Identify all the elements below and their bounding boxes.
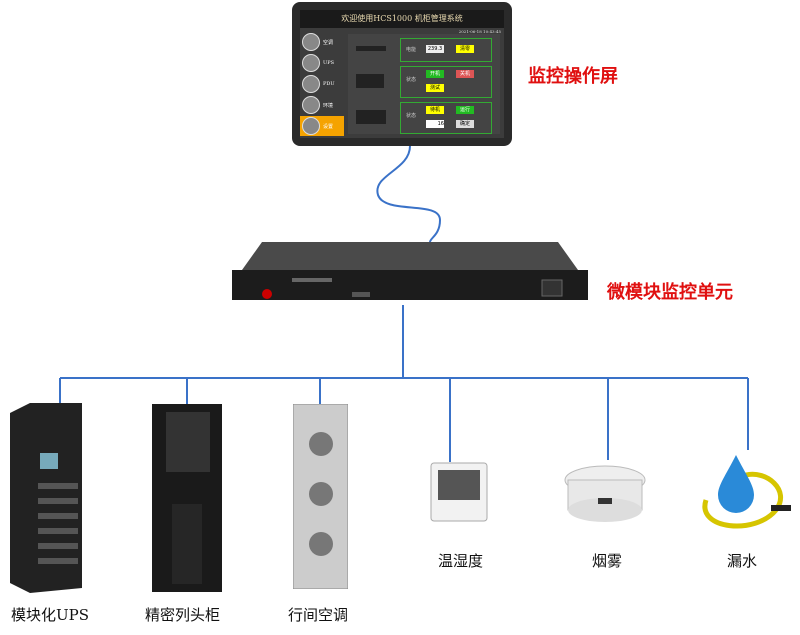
power-cabinet-image	[152, 404, 222, 592]
menu-label: PDU	[323, 81, 335, 87]
menu-item-pdu[interactable]: PDU	[300, 74, 344, 94]
ac-caption: 行间空调	[288, 606, 349, 624]
bus-drops	[59, 378, 749, 462]
temp-humidity-sensor-image	[430, 462, 488, 522]
menu-label: 设置	[323, 123, 334, 130]
energy-label: 电能	[406, 47, 417, 53]
clear-button[interactable]: 清零	[456, 45, 474, 53]
menu-label: 环境	[323, 102, 334, 109]
ups-off-button[interactable]: 关机	[456, 70, 474, 78]
run-button[interactable]: 运行	[456, 106, 474, 114]
setpoint-input[interactable]: 16	[426, 120, 444, 128]
water-caption: 漏水	[727, 552, 758, 570]
menu-item-ups[interactable]: UPS	[300, 53, 344, 73]
confirm-button[interactable]: 确定	[456, 120, 474, 128]
thermometer-icon	[302, 96, 320, 114]
monitoring-tablet: 欢迎使用HCS1000 机柜管理系统 2021-06-18 10:43:45 空…	[292, 2, 512, 146]
menu-item-ac[interactable]: 空调	[300, 32, 344, 52]
pdu-icon	[302, 75, 320, 93]
control-panel: 电能 239.3 清零 状态 开机 关机 测试 状态 待机 运行 16 确定	[348, 34, 500, 134]
ac-status-label: 状态	[406, 113, 417, 119]
cabinet-caption: 精密列头柜	[145, 606, 221, 624]
smoke-caption: 烟雾	[592, 552, 623, 570]
screen-menu: 空调 UPS PDU 环境 设置	[300, 32, 344, 138]
screen-title: 欢迎使用HCS1000 机柜管理系统	[300, 10, 504, 28]
settings-icon	[302, 117, 320, 135]
unit-caption: 微模块监控单元	[607, 282, 733, 303]
ups-caption: 模块化UPS	[11, 606, 90, 624]
menu-item-env[interactable]: 环境	[300, 95, 344, 115]
tablet-cable	[376, 145, 442, 243]
modular-ups-image	[10, 403, 82, 593]
smoke-detector-image	[564, 465, 646, 522]
menu-label: 空调	[323, 39, 334, 46]
water-leak-sensor-image	[702, 455, 791, 529]
screen-datetime: 2021-06-18 10:43:45	[458, 29, 501, 34]
monitoring-unit	[232, 242, 588, 300]
menu-item-settings[interactable]: 设置	[300, 116, 344, 136]
power-button-icon	[262, 289, 272, 299]
tablet-screen: 欢迎使用HCS1000 机柜管理系统 2021-06-18 10:43:45 空…	[300, 10, 504, 138]
ups-status-label: 状态	[406, 77, 417, 83]
ups-on-button[interactable]: 开机	[426, 70, 444, 78]
th-caption: 温湿度	[438, 552, 484, 570]
energy-value: 239.3	[426, 45, 444, 53]
ups-icon	[302, 54, 320, 72]
ups-test-button[interactable]: 测试	[426, 84, 444, 92]
screen-caption: 监控操作屏	[528, 66, 618, 87]
row-ac-image	[293, 404, 348, 589]
menu-label: UPS	[323, 60, 335, 66]
ac-icon	[302, 33, 320, 51]
standby-button[interactable]: 待机	[426, 106, 444, 114]
